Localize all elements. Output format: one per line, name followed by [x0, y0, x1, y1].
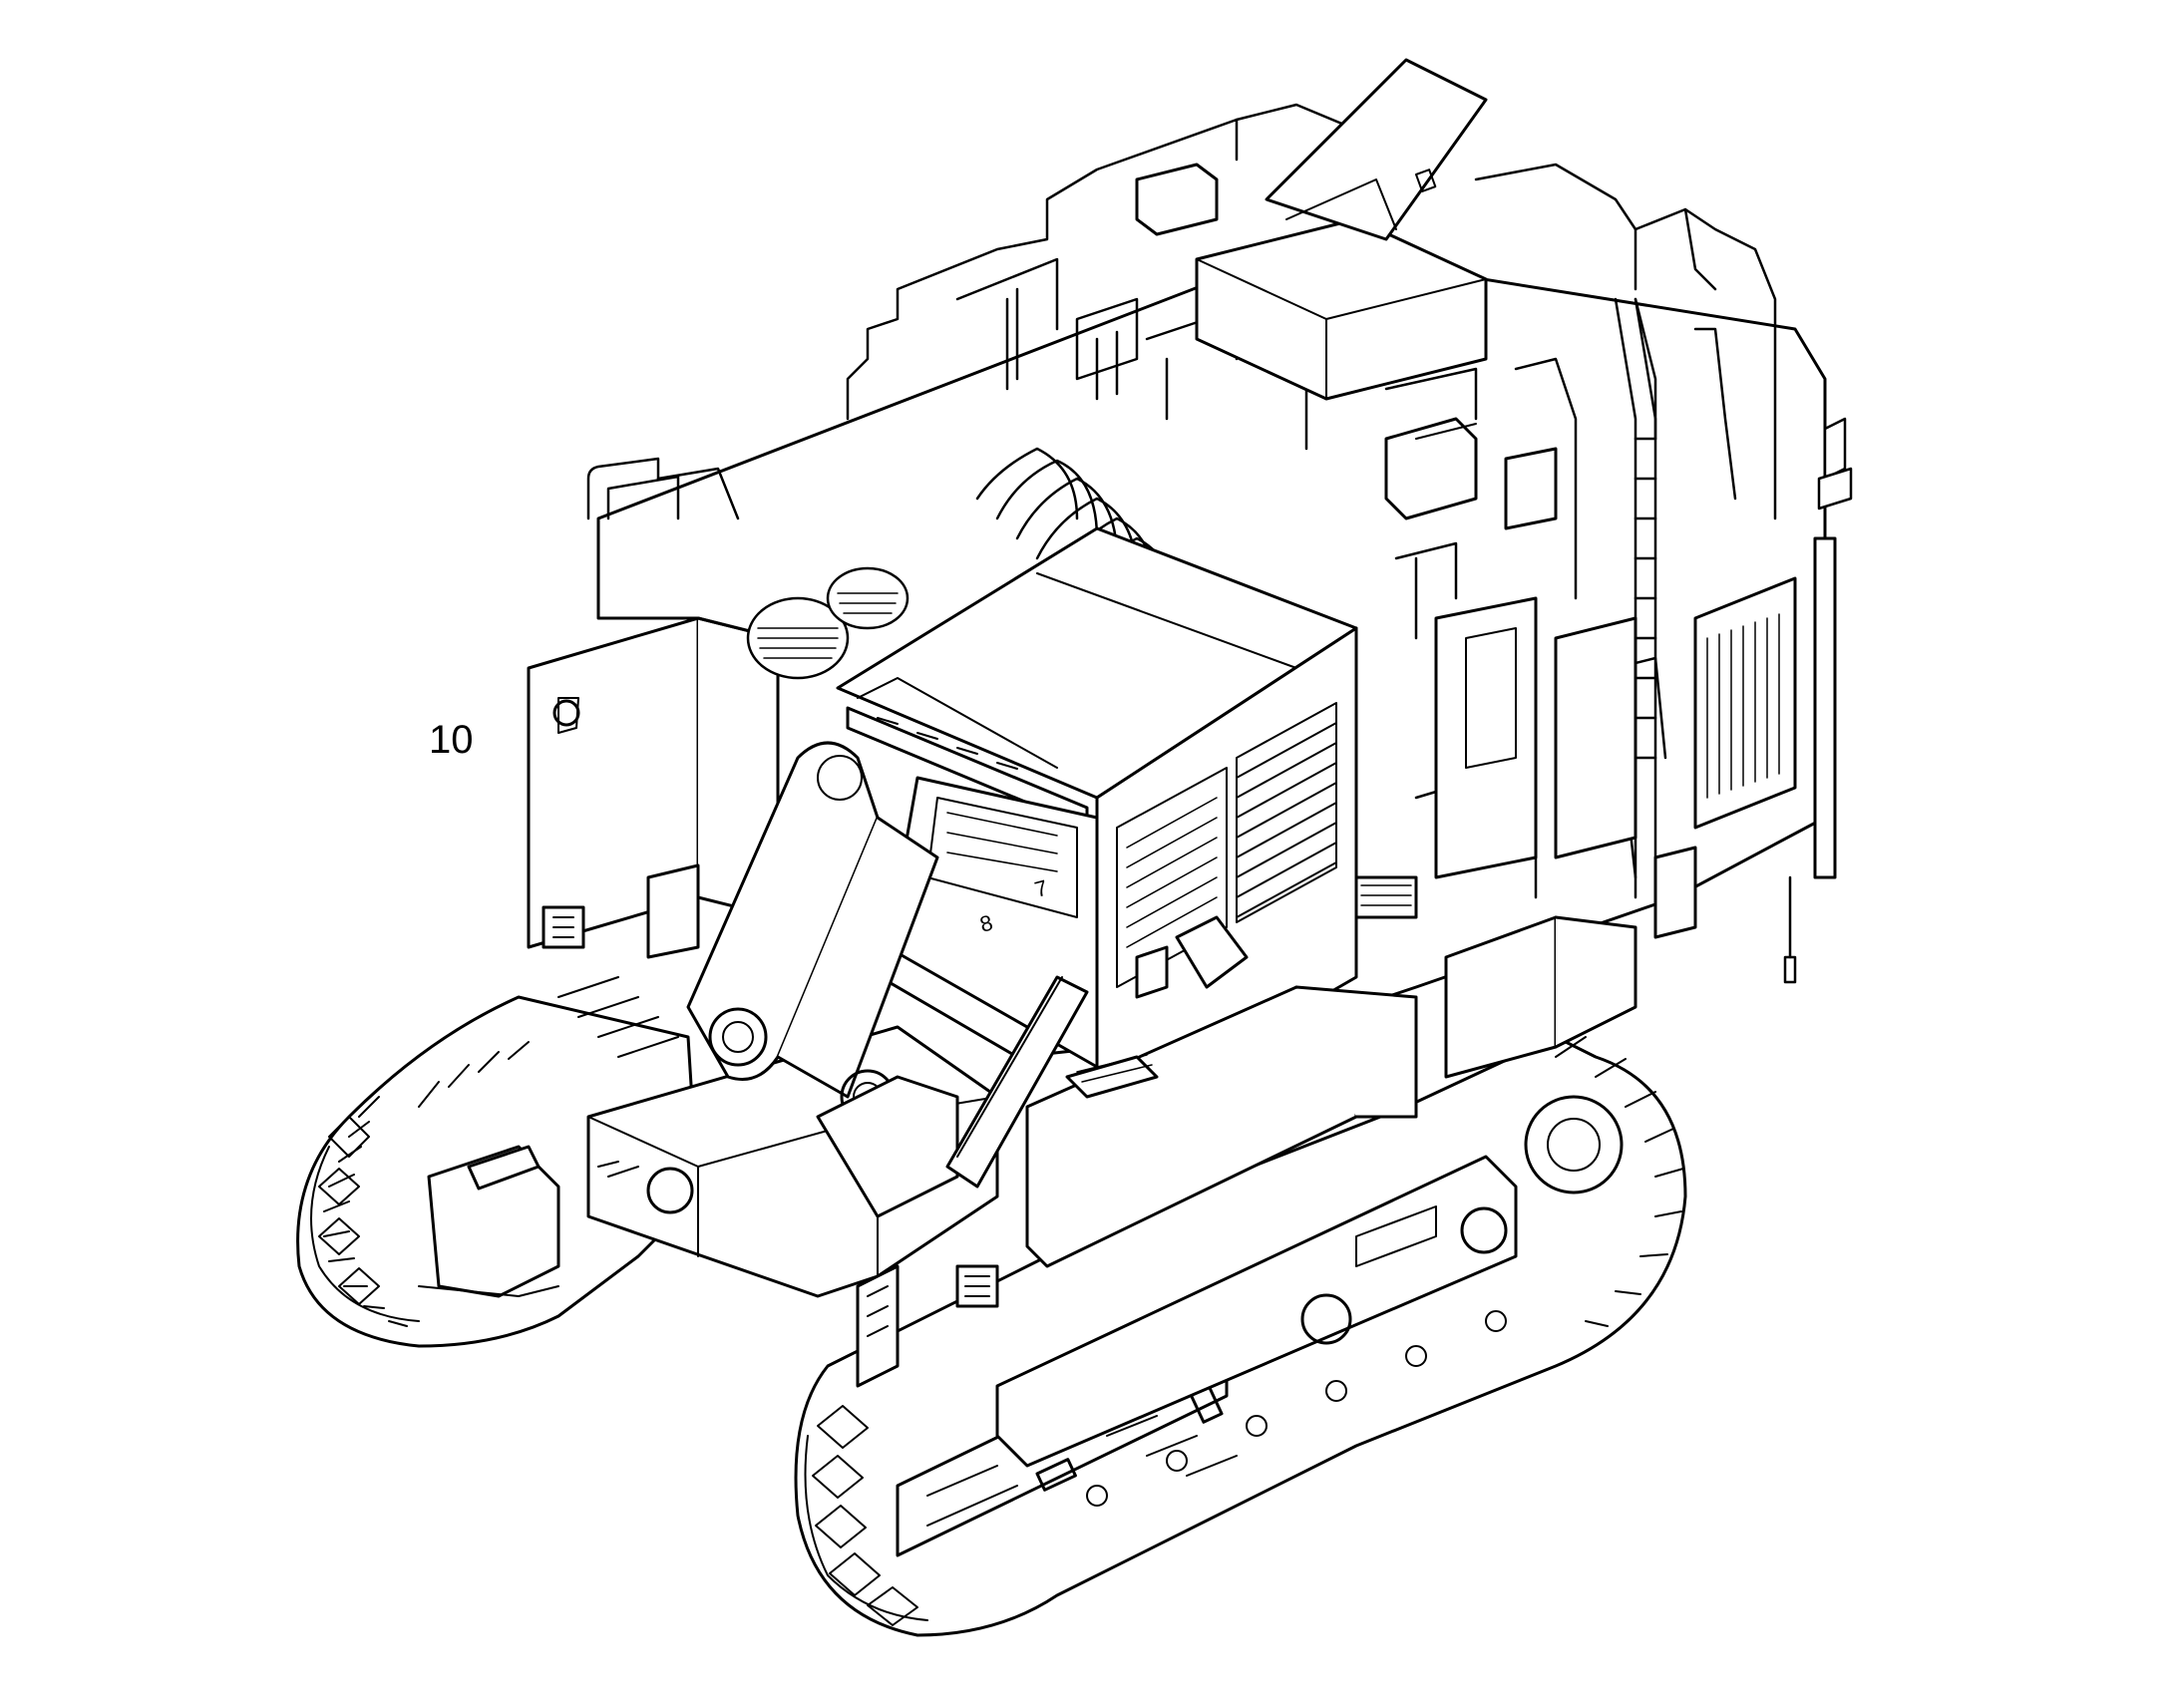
sideframe-hole-2 [1460, 1206, 1508, 1254]
callout-label-10: 10 [429, 718, 474, 762]
sideframe-hole [1300, 1293, 1352, 1345]
drive-sprocket [1524, 1095, 1624, 1195]
right-equipment [1614, 297, 1853, 984]
boom-mounts [686, 741, 1089, 1388]
hose-bundle [746, 447, 1179, 680]
right-crawler-track [794, 1035, 1687, 1637]
track-slot [1035, 1458, 1077, 1492]
counterweight-block [527, 616, 780, 959]
carbody-hole-left [646, 1167, 694, 1214]
step-grating [1354, 875, 1418, 919]
boom-pin-1 [708, 1007, 768, 1067]
engine-modules [1135, 58, 1837, 1079]
left-crawler-track [296, 995, 700, 1348]
track-links-detail [557, 976, 1437, 1477]
